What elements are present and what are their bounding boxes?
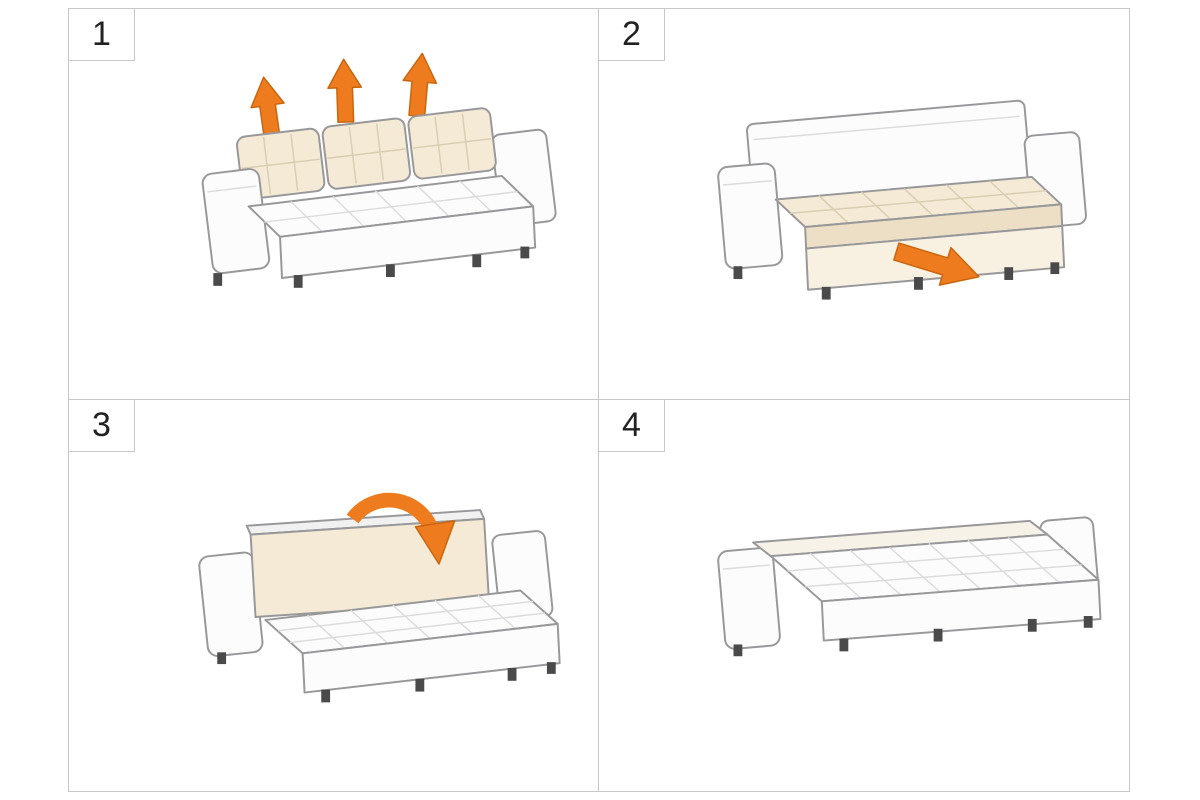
bed-tufting xyxy=(277,594,545,650)
step-panel-1: 1 xyxy=(69,9,599,400)
seat-tufting xyxy=(263,179,518,232)
sofa-step4-drawing xyxy=(717,516,1102,657)
illustration-bed-ready xyxy=(604,409,1124,782)
illustration-remove-cushions xyxy=(74,18,594,391)
left-armrest xyxy=(201,167,270,274)
step-number: 3 xyxy=(92,406,111,444)
instruction-sheet: 1 xyxy=(68,8,1130,792)
step-number-badge: 4 xyxy=(599,400,665,452)
sofa-step1-drawing xyxy=(201,52,557,288)
step-number-badge: 2 xyxy=(599,9,665,61)
pull-out-arrow-icon xyxy=(893,241,980,286)
bed-tufting xyxy=(787,537,1082,599)
step-number: 2 xyxy=(622,15,641,53)
up-arrows-icon xyxy=(249,52,437,141)
illustration-pull-out-base xyxy=(604,18,1124,391)
step-number-badge: 1 xyxy=(69,9,135,61)
bed-base xyxy=(820,578,1102,642)
illustration-fold-backrest xyxy=(74,409,594,782)
sofa-step2-drawing xyxy=(717,99,1087,300)
step-number: 1 xyxy=(92,15,111,53)
feet xyxy=(733,616,1093,657)
sofa-feet xyxy=(212,246,529,288)
step-panel-2: 2 xyxy=(599,9,1129,400)
left-armrest xyxy=(717,162,784,270)
step-panel-4: 4 xyxy=(599,400,1129,791)
bed-base xyxy=(301,622,561,694)
fold-down-arrow-icon xyxy=(346,492,455,565)
left-armrest xyxy=(717,547,781,650)
step-panel-3: 3 xyxy=(69,400,599,791)
step-number-badge: 3 xyxy=(69,400,135,452)
feet xyxy=(216,652,556,703)
sofa-front-panel xyxy=(278,204,536,279)
step-number: 4 xyxy=(622,406,641,444)
sofa-feet xyxy=(733,261,1060,300)
sofa-step3-drawing xyxy=(197,492,561,703)
